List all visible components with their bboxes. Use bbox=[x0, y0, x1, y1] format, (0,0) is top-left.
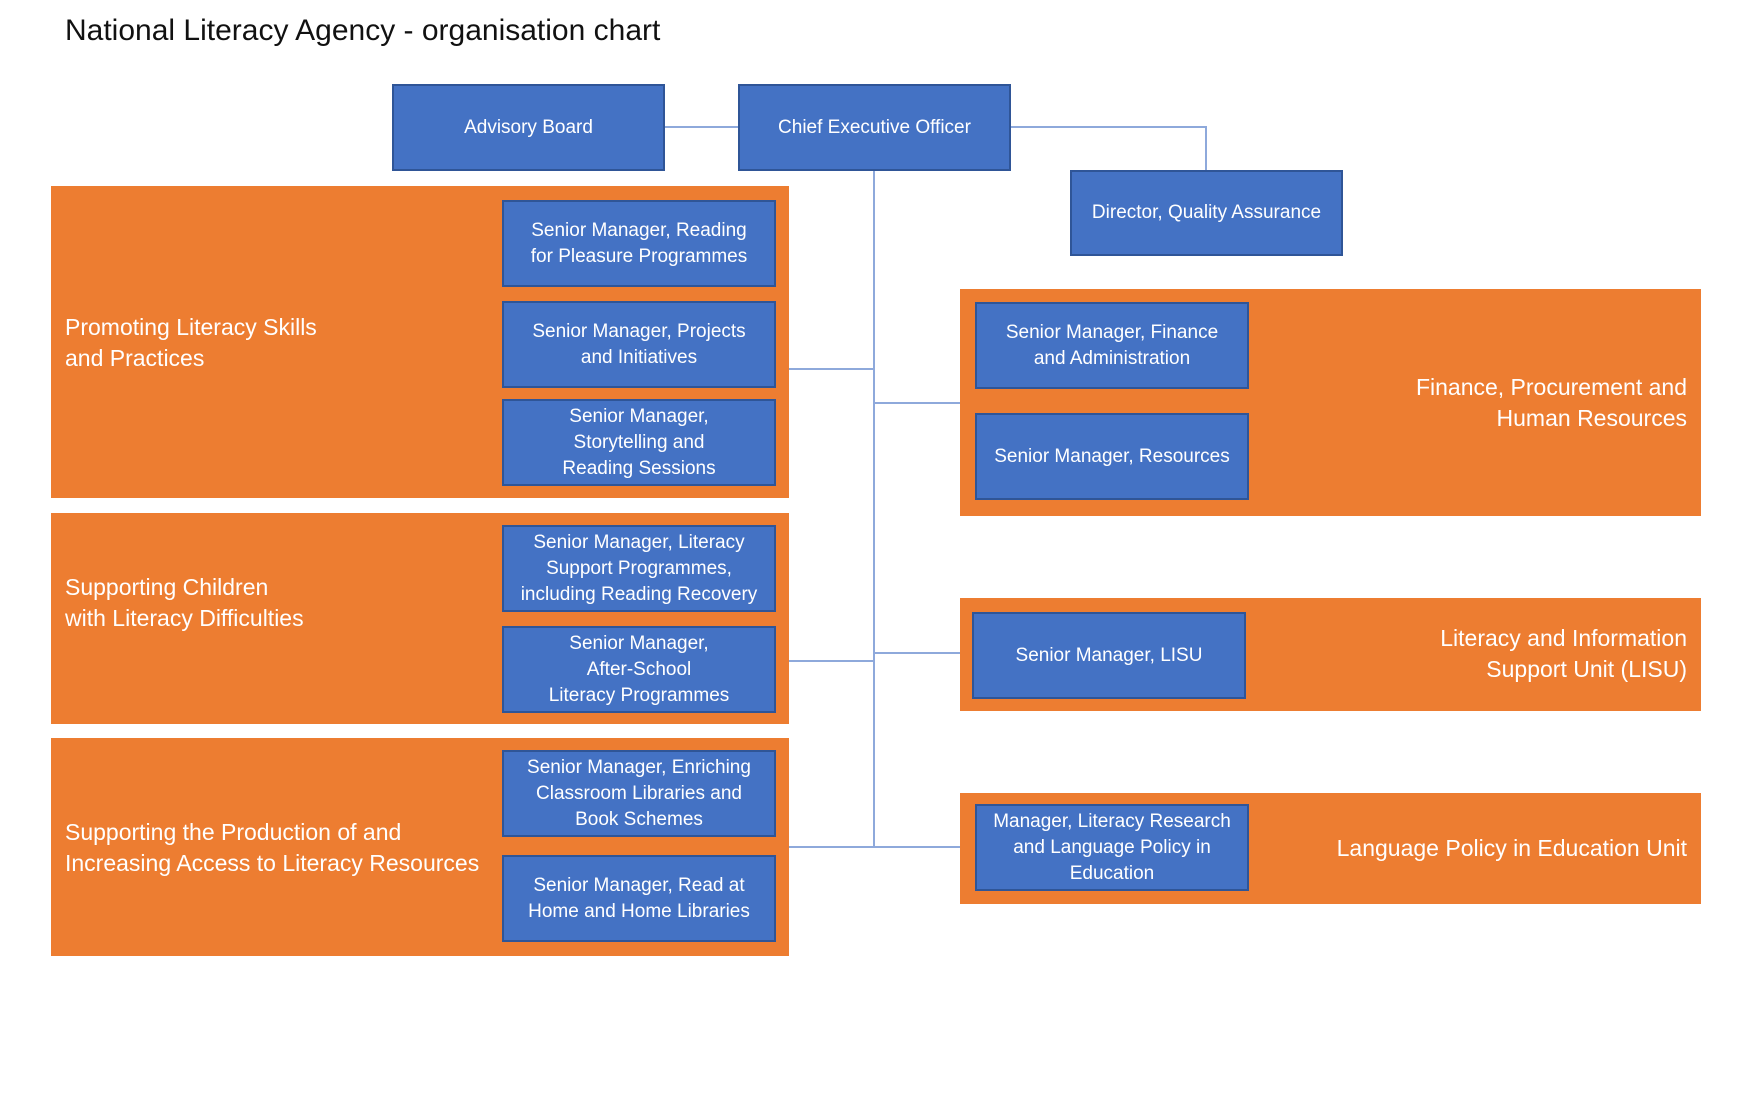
unit-label-finance: Finance, Procurement and Human Resources bbox=[1415, 374, 1687, 431]
role-after-school: Senior Manager, After-School Literacy Pr… bbox=[502, 626, 776, 713]
role-projects-initiatives: Senior Manager, Projects and Initiatives bbox=[502, 301, 776, 388]
role-literacy-support: Senior Manager, Literacy Support Program… bbox=[502, 525, 776, 612]
role-lisu: Senior Manager, LISU bbox=[972, 612, 1246, 699]
unit-label-production: Supporting the Production of and Increas… bbox=[65, 819, 480, 876]
director-qa-box: Director, Quality Assurance bbox=[1070, 170, 1343, 256]
role-literacy-research: Manager, Literacy Research and Language … bbox=[975, 804, 1249, 891]
role-classroom-libraries: Senior Manager, Enriching Classroom Libr… bbox=[502, 750, 776, 837]
role-resources: Senior Manager, Resources bbox=[975, 413, 1249, 500]
role-storytelling: Senior Manager, Storytelling and Reading… bbox=[502, 399, 776, 486]
unit-label-lisu: Literacy and Information Support Unit (L… bbox=[1440, 625, 1687, 682]
connector-ceo-director-qa bbox=[1010, 126, 1207, 170]
role-finance-administration: Senior Manager, Finance and Administrati… bbox=[975, 302, 1249, 389]
unit-label-language: Language Policy in Education Unit bbox=[1336, 835, 1687, 861]
advisory-board-box: Advisory Board bbox=[392, 84, 665, 171]
ceo-box: Chief Executive Officer bbox=[738, 84, 1011, 171]
role-read-at-home: Senior Manager, Read at Home and Home Li… bbox=[502, 855, 776, 942]
unit-label-supporting-children: Supporting Children with Literacy Diffic… bbox=[65, 574, 304, 631]
unit-label-promoting: Promoting Literacy Skills and Practices bbox=[65, 314, 317, 371]
role-reading-for-pleasure: Senior Manager, Reading for Pleasure Pro… bbox=[502, 200, 776, 287]
chart-title: National Literacy Agency - organisation … bbox=[65, 14, 661, 47]
